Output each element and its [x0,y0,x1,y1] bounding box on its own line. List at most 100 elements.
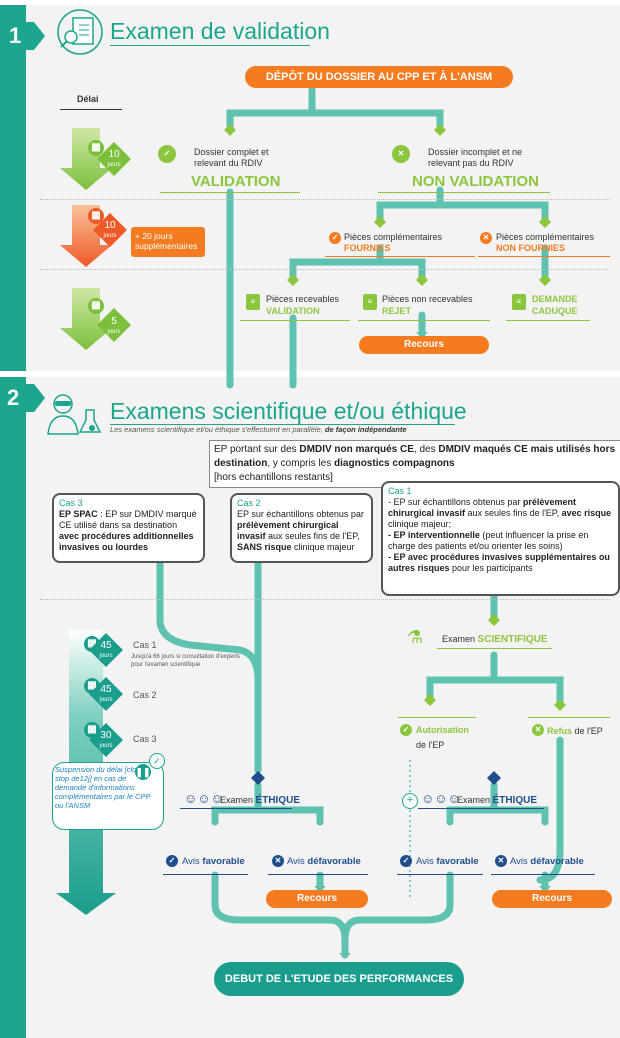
cas1-a: - EP sur échantillons obtenus par [388,497,523,507]
subtitle-b: de façon indépendante [324,425,407,434]
cas1-e: clinique majeur; [388,519,452,529]
refus: Refus de l'EP [547,726,603,737]
timeline-cas2-label: Cas 2 [133,690,157,700]
divider [40,599,610,600]
refus-a: Refus [547,726,573,736]
underline [478,256,610,257]
step2-subtitle: Les examens scientifique et/ou éthique s… [110,425,407,434]
incomplet-status: NON VALIDATION [412,173,539,190]
underline [437,648,552,649]
underline [418,808,544,809]
ep-top-text: , des [413,444,439,455]
underline [358,320,490,321]
ep-top-text: EP portant sur des [214,444,300,455]
ep-top-text: , y compris les [267,458,335,469]
cross-document-icon: ✕ [392,145,410,163]
avis-prefix: Avis [416,856,434,867]
document-icon: ≡ [246,294,260,310]
step1-number-tab [0,22,34,50]
subtitle-a: Les examens scientifique et/ou éthique s… [110,425,323,434]
delai-label: Délai [77,94,99,104]
underline [397,874,483,875]
people-icon: ☺☺☺ [184,791,224,806]
plus-circle-icon: + [402,793,418,809]
favorable: favorable [202,856,245,867]
step1-bar [0,5,26,371]
recevables-status: VALIDATION [266,306,320,316]
delai-underline [60,109,122,110]
step2-bar [0,377,26,1038]
timeline-unit: jours [99,697,113,703]
pieces-fournies-status: FOURNIES [344,243,391,253]
avis-prefix: Avis [510,856,528,867]
timer3-unit: jours [107,329,121,335]
demande-status-2: CADUQUE [532,306,578,316]
cas1-g: (peut influencer la prise en charge des … [388,530,589,551]
recours-pill-step1: Recours [359,336,489,354]
recours-pill-left: Recours [266,890,368,908]
timer3-value: 5 jours [100,317,128,337]
timeline-num: 45 [100,684,112,695]
cas2-d: SANS risque [237,542,292,552]
underline [398,717,476,718]
cas2-e: clinique majeur [291,542,355,552]
cross-circle-icon: ✕ [495,855,507,867]
cross-circle-icon: ✕ [272,855,284,867]
check-circle-icon: ✓ [149,753,165,769]
cas1-d: avec risque [561,508,612,518]
step2-chevron [34,384,45,412]
depot-pill: DÉPÔT DU DOSSIER AU CPP ET À L'ANSM [245,66,513,88]
step2-number: 2 [7,385,20,410]
cas1-f: - EP interventionnelle [388,530,480,540]
underline [491,874,595,875]
avis-favorable-right: Avis favorable [416,856,479,867]
complet-status: VALIDATION [191,173,281,190]
step2-title-underline [110,424,455,425]
avis-defavorable-left: Avis défavorable [287,856,361,867]
cross-icon: ✕ [480,232,492,244]
cas3-title: Cas 3 [59,498,83,508]
divider [40,269,610,270]
check-circle-icon: ✓ [166,855,178,867]
ep-top-text: [hors echantillons restants] [214,472,333,483]
timeline-cas1-note: Jusqu'à 66 jours si consultation d'exper… [131,654,241,668]
timeline-unit: jours [99,653,113,659]
step1-number: 1 [9,23,22,48]
cross-icon: ✕ [532,724,544,736]
divider [40,199,610,200]
suspension-box [52,762,164,830]
demande-status-1: DEMANDE [532,294,578,304]
timer2-num: 10 [104,220,116,231]
timeline-cas3-label: Cas 3 [133,734,157,744]
cas1-b: prélèvement chirurgical invasif [388,497,576,518]
timer3-num: 5 [111,316,117,327]
check-icon: ✓ [400,724,412,736]
examen-scientifique: Examen SCIENTIFIQUE [442,634,548,645]
defavorable: défavorable [307,856,361,867]
cas1-i: pour les participants [449,563,533,573]
cas3-b: : EP sur DMDIV marqué CE utilisé dans sa… [59,509,197,530]
lab-flask-icon: ⚗ [407,627,424,647]
timer1-num: 10 [108,149,120,160]
avis-prefix: Avis [182,856,200,867]
cas1-box: Cas 1 - EP sur échantillons obtenus par … [381,481,620,596]
timeline-num: 30 [100,730,112,741]
cas2-a: EP sur échantillons obtenus par [237,509,364,519]
pieces-non-fournies-text: Pièces complémentaires [496,232,595,242]
examen-ethique-left: Examen ÉTHIQUE [220,795,300,806]
cas1-c: aux seules fins de l'EP, [465,508,562,518]
underline [160,192,300,193]
check-circle-icon: ✓ [400,855,412,867]
ethique-label: ÉTHIQUE [255,795,300,806]
cas2-c: aux seules fins de l'EP, [265,531,360,541]
avis-defavorable-right: Avis défavorable [510,856,584,867]
step1-chevron [34,22,45,50]
underline [506,320,590,321]
pause-icon: ❚❚ [135,764,151,780]
debut-etude-pill: DEBUT DE L'ETUDE DES PERFORMANCES [214,962,464,996]
examen-ethique-right: Examen ÉTHIQUE [457,795,537,806]
cas3-c: avec procédures additionnelles invasives… [59,531,194,552]
